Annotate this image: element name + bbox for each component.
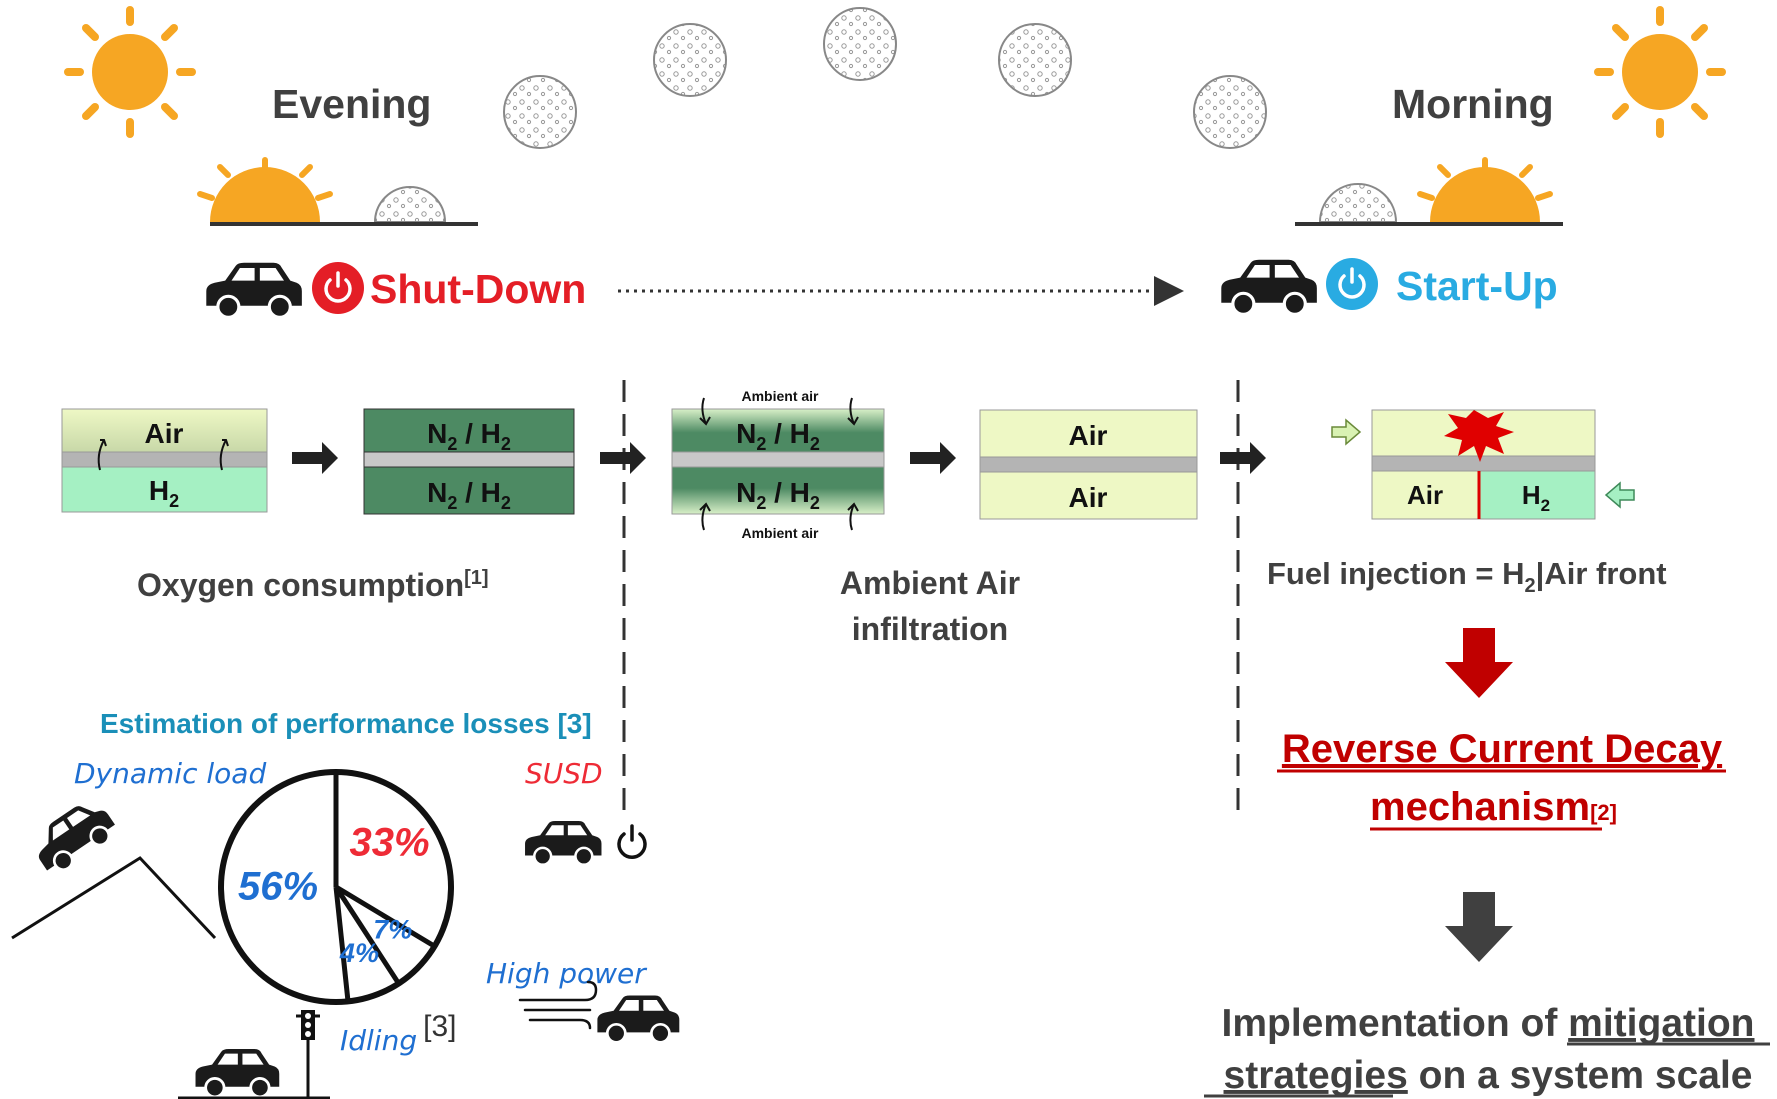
cell-stage-4: Air Air xyxy=(979,409,1198,520)
cell-air-label: Air xyxy=(1407,480,1443,510)
wind-icon xyxy=(518,980,598,1030)
ambient-air-top-label: Ambient air xyxy=(741,388,819,404)
moon-icon xyxy=(653,23,727,97)
car-icon xyxy=(523,819,603,866)
cell-n2-h2-label: N2 / H2 xyxy=(427,477,511,513)
power-icon xyxy=(617,824,647,859)
inlet-arrow-icon xyxy=(1604,481,1635,509)
inlet-arrow-icon xyxy=(1331,418,1362,446)
evening-label: Evening xyxy=(272,81,431,127)
startup-label: Start-Up xyxy=(1396,263,1558,309)
dynamic-load-label: Dynamic load xyxy=(74,757,266,790)
car-icon xyxy=(596,994,681,1044)
ambient-air-caption-2: infiltration xyxy=(852,611,1008,647)
pie-slice-label: 4% xyxy=(339,938,379,968)
mechanism-subtitle: mechanism[2] xyxy=(1370,785,1617,829)
hill-icon xyxy=(11,856,217,940)
morning-label: Morning xyxy=(1392,81,1554,127)
cell-air-label: Air xyxy=(145,418,184,449)
pie-slice-boundary xyxy=(333,886,351,1002)
sun-icon xyxy=(64,6,196,138)
car-icon xyxy=(204,261,304,320)
cell-n2-h2-label: N2 / H2 xyxy=(736,418,820,454)
cell-stage-5: Air H2 xyxy=(1371,409,1596,520)
losses-title: Estimation of performance losses [3] xyxy=(100,708,592,739)
right-arrow-icon xyxy=(1220,442,1266,474)
moon-icon xyxy=(503,75,577,149)
fuel-injection-caption: Fuel injection = H2|Air front xyxy=(1267,556,1667,597)
susd-label: SUSD xyxy=(525,757,603,790)
pie-slice-label: 33% xyxy=(350,821,430,865)
pie-slice-label: 56% xyxy=(238,865,318,909)
power-off-icon xyxy=(312,262,364,314)
moon-icon xyxy=(998,23,1072,97)
shutdown-label: Shut-Down xyxy=(370,266,586,312)
pie-slice-boundary xyxy=(334,884,436,949)
ambient-air-bottom-label: Ambient air xyxy=(741,525,819,541)
sunset-horizon xyxy=(197,157,478,226)
pie-slice-boundary xyxy=(333,885,401,985)
car-icon xyxy=(25,792,122,881)
right-arrow-icon xyxy=(600,442,646,474)
car-icon xyxy=(194,1047,281,1099)
right-arrow-icon xyxy=(910,442,956,474)
cell-stage-1: Air H2 xyxy=(61,408,268,513)
losses-pie-chart: 56% 33% 7%4% xyxy=(218,769,454,1005)
sun-icon xyxy=(1594,6,1726,138)
cell-stage-3: N2 / H2 N2 / H2 Ambient air Ambient air xyxy=(671,388,885,541)
cell-n2-h2-label: N2 / H2 xyxy=(427,418,511,454)
mitigation-line-1: Implementation of mitigation xyxy=(1221,1002,1754,1045)
moon-icon xyxy=(823,7,897,81)
down-arrow-icon xyxy=(1445,892,1513,962)
traffic-light-icon xyxy=(296,1010,320,1098)
cell-air-label: Air xyxy=(1069,482,1108,513)
car-icon xyxy=(1219,258,1319,317)
moon-icon xyxy=(1193,75,1267,149)
cell-stage-2: N2 / H2 N2 / H2 xyxy=(363,408,575,515)
mechanism-title: Reverse Current Decay xyxy=(1282,727,1723,771)
high-power-label: High power xyxy=(486,957,647,990)
cell-air-label: Air xyxy=(1069,420,1108,451)
power-on-icon xyxy=(1326,258,1378,310)
ambient-air-caption-1: Ambient Air xyxy=(840,565,1020,601)
cell-h2-label: H2 xyxy=(149,475,179,511)
sunrise-horizon xyxy=(1295,157,1563,226)
idling-label: Idling[3] xyxy=(340,1010,456,1057)
right-arrow-icon xyxy=(292,442,338,474)
pie-slice-label: 7% xyxy=(373,914,412,944)
cell-h2-label: H2 xyxy=(1522,480,1550,515)
explosion-icon xyxy=(1444,410,1514,462)
cell-n2-h2-label: N2 / H2 xyxy=(736,477,820,513)
oxygen-consumption-caption: Oxygen consumption[1] xyxy=(137,567,489,603)
down-arrow-icon xyxy=(1445,628,1513,698)
mitigation-line-2: strategies on a system scale xyxy=(1224,1054,1753,1097)
